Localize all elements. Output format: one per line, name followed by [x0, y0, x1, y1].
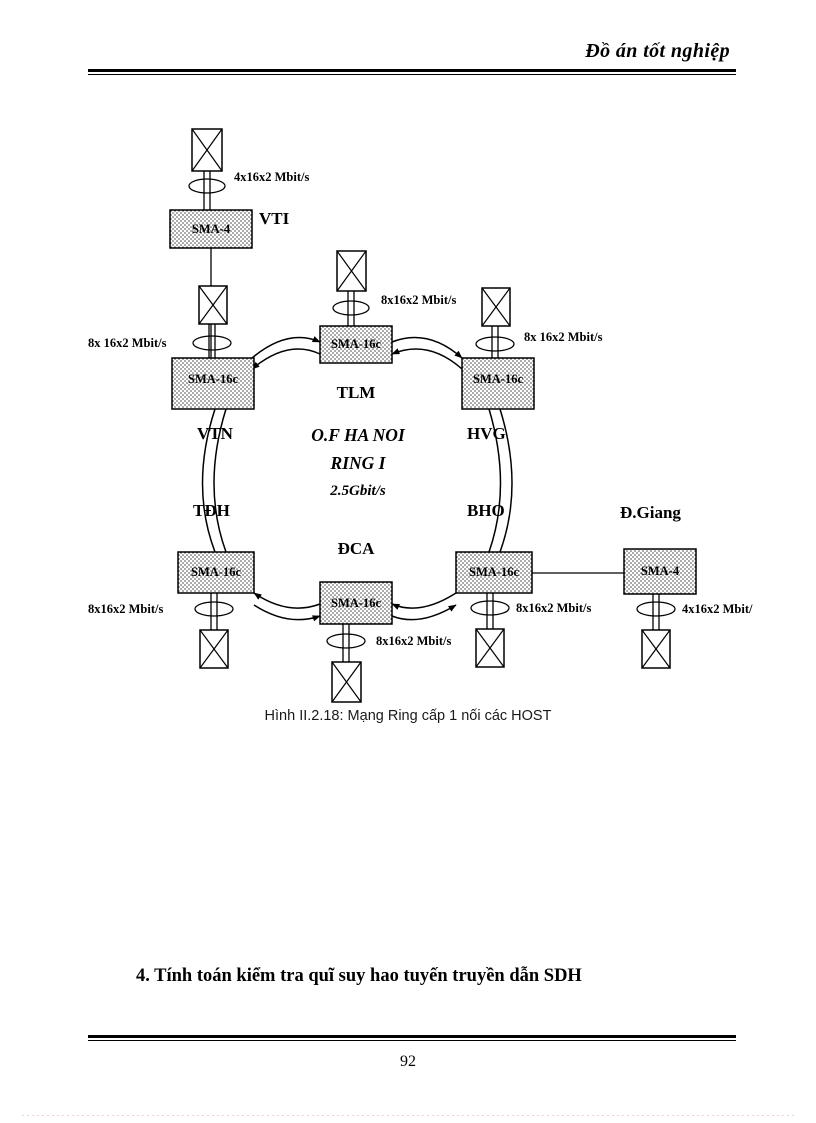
tdh-coupling-icon — [194, 601, 234, 617]
hvg-site-label: HVG — [467, 424, 506, 443]
bho-coupling-icon — [470, 600, 510, 616]
vti-site-label: VTI — [259, 209, 290, 228]
dgiang-host-box-icon — [641, 629, 671, 669]
node-tdh: TĐH SMA-16c 8x16x2 Mbit/s — [88, 501, 255, 669]
vti-equipment-label: SMA-4 — [192, 222, 231, 236]
tdh-host-box-icon — [199, 629, 229, 669]
dca-tributary-label: 8x16x2 Mbit/s — [376, 634, 451, 648]
dca-equipment-label: SMA-16c — [331, 596, 381, 610]
node-dgiang: Đ.Giang SMA-4 4x16x2 Mbit/ — [620, 503, 753, 669]
bho-equipment-box — [455, 551, 533, 594]
vti-host-box-icon — [191, 128, 223, 172]
node-hvg: 8x 16x2 Mbit/s SMA-16c HVG — [461, 287, 603, 443]
dgiang-equipment-label: SMA-4 — [641, 564, 680, 578]
hvg-tributary-label: 8x 16x2 Mbit/s — [524, 330, 603, 344]
tdh-tributary-label: 8x16x2 Mbit/s — [88, 602, 163, 616]
node-dca: ĐCA SMA-16c 8x16x2 Mbit/s — [319, 539, 451, 703]
bho-equipment-label: SMA-16c — [469, 565, 519, 579]
tlm-equipment-box — [319, 325, 393, 364]
ring-center-label: O.F HA NOI RING I 2.5Gbit/s — [311, 425, 406, 499]
tdh-site-label: TĐH — [193, 501, 230, 520]
scan-edge-artifact — [22, 1115, 794, 1116]
section-heading: 4. Tính toán kiểm tra quĩ suy hao tuyến … — [136, 966, 582, 986]
tlm-tributary-label: 8x16x2 Mbit/s — [381, 293, 456, 307]
ring-center-line2: RING I — [330, 453, 387, 473]
tlm-equipment-label: SMA-16c — [331, 337, 381, 351]
vtn-equipment-box — [171, 357, 255, 410]
node-vtn: 8x 16x2 Mbit/s SMA-16c VTN — [88, 285, 255, 443]
header-rule-thin — [88, 74, 736, 75]
vtn-equipment-label: SMA-16c — [188, 372, 238, 386]
node-vti: 4x16x2 Mbit/s SMA-4 VTI — [169, 128, 309, 358]
hvg-coupling-icon — [475, 336, 515, 352]
header-rule-thick — [88, 69, 736, 72]
hvg-host-box-icon — [481, 287, 511, 327]
hvg-equipment-box — [461, 357, 535, 410]
vti-coupling-icon — [188, 178, 226, 194]
ring-center-line3: 2.5Gbit/s — [329, 483, 386, 499]
dca-host-box-icon — [331, 661, 362, 703]
dca-site-label: ĐCA — [338, 539, 376, 558]
node-tlm: 8x16x2 Mbit/s SMA-16c TLM — [319, 250, 456, 402]
ring-fiber-arcs — [201, 336, 513, 622]
figure-caption: Hình II.2.18: Mạng Ring cấp 1 nối các HO… — [264, 708, 552, 724]
hvg-equipment-label: SMA-16c — [473, 372, 523, 386]
dca-equipment-box — [319, 581, 393, 625]
header-title: Đồ án tốt nghiệp — [585, 40, 730, 62]
tdh-equipment-box — [177, 551, 255, 594]
ring-center-line1: O.F HA NOI — [311, 425, 406, 445]
vti-tributary-label: 4x16x2 Mbit/s — [234, 170, 309, 184]
footer-rule-thin — [88, 1040, 736, 1041]
footer-rule-thick — [88, 1035, 736, 1038]
page-number: 92 — [400, 1053, 416, 1070]
dca-coupling-icon — [326, 633, 366, 649]
bho-tributary-label: 8x16x2 Mbit/s — [516, 601, 591, 615]
tlm-site-label: TLM — [337, 383, 376, 402]
vtn-host-box-icon — [198, 285, 228, 325]
bho-host-box-icon — [475, 628, 505, 668]
dgiang-equipment-box — [623, 548, 697, 595]
tlm-coupling-icon — [332, 300, 370, 316]
bho-site-label: BHO — [467, 501, 505, 520]
dgiang-site-label: Đ.Giang — [620, 503, 681, 522]
ring-diagram-svg: O.F HA NOI RING I 2.5Gbit/s 4x16x2 Mbit/… — [88, 128, 753, 703]
dgiang-tributary-label: 4x16x2 Mbit/ — [682, 602, 753, 616]
page-header: Đồ án tốt nghiệp — [88, 40, 736, 78]
vtn-site-label: VTN — [197, 424, 234, 443]
node-bho: BHO SMA-16c 8x16x2 Mbit/s — [455, 501, 624, 668]
tdh-equipment-label: SMA-16c — [191, 565, 241, 579]
dgiang-coupling-icon — [636, 601, 676, 617]
vtn-coupling-icon — [192, 335, 232, 351]
figure-ring-network: O.F HA NOI RING I 2.5Gbit/s 4x16x2 Mbit/… — [0, 96, 816, 746]
vtn-tributary-label: 8x 16x2 Mbit/s — [88, 336, 167, 350]
tlm-host-box-icon — [336, 250, 367, 292]
